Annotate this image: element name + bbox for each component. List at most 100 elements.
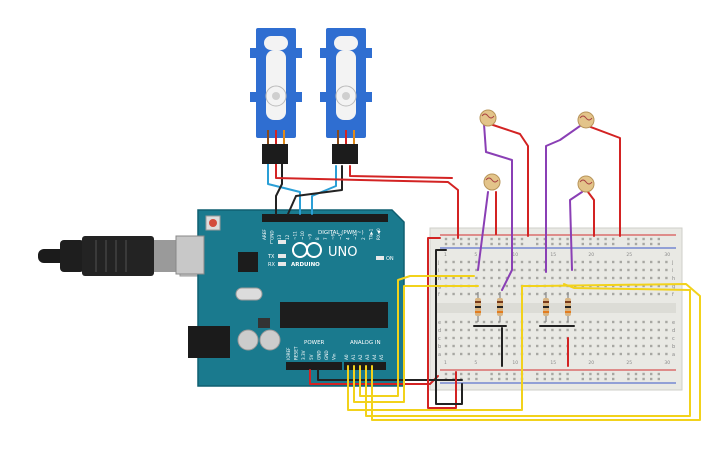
breadboard-hole[interactable] [505, 320, 508, 324]
breadboard-hole[interactable] [528, 344, 531, 348]
rail-hole[interactable] [551, 377, 554, 381]
breadboard-hole[interactable] [566, 268, 569, 272]
breadboard-hole[interactable] [467, 260, 470, 264]
breadboard-hole[interactable] [612, 344, 615, 348]
breadboard-hole[interactable] [452, 328, 455, 332]
breadboard-hole[interactable] [657, 336, 660, 340]
rail-hole[interactable] [475, 237, 478, 241]
breadboard-hole[interactable] [536, 328, 539, 332]
rail-hole[interactable] [581, 377, 584, 381]
ldr-2[interactable] [483, 173, 501, 191]
breadboard-hole[interactable] [452, 276, 455, 280]
breadboard-hole[interactable] [612, 336, 615, 340]
rail-hole[interactable] [513, 377, 516, 381]
rail-hole[interactable] [581, 242, 584, 246]
breadboard-hole[interactable] [665, 276, 668, 280]
rail-hole[interactable] [444, 237, 448, 241]
breadboard-hole[interactable] [596, 268, 600, 272]
breadboard-hole[interactable] [528, 260, 531, 264]
breadboard-hole[interactable] [558, 276, 562, 280]
breadboard-hole[interactable] [490, 276, 493, 280]
rail-hole[interactable] [475, 242, 478, 246]
breadboard-hole[interactable] [604, 292, 607, 296]
breadboard-hole[interactable] [482, 328, 486, 332]
breadboard-hole[interactable] [574, 320, 577, 324]
ldr-3[interactable] [577, 111, 595, 129]
breadboard-hole[interactable] [460, 320, 463, 324]
rail-hole[interactable] [444, 242, 448, 246]
digital-header[interactable] [262, 214, 388, 222]
breadboard-hole[interactable] [612, 276, 615, 280]
breadboard-hole[interactable] [475, 292, 478, 296]
breadboard-hole[interactable] [581, 320, 584, 324]
breadboard-hole[interactable] [536, 292, 539, 296]
breadboard-hole[interactable] [467, 276, 470, 280]
breadboard-hole[interactable] [634, 328, 638, 332]
rail-hole[interactable] [467, 372, 470, 376]
rail-hole[interactable] [467, 237, 470, 241]
breadboard-hole[interactable] [558, 336, 562, 340]
breadboard-hole[interactable] [543, 260, 546, 264]
rail-hole[interactable] [536, 242, 539, 246]
rail-hole[interactable] [551, 237, 554, 241]
resistor-1[interactable] [475, 292, 481, 322]
breadboard-hole[interactable] [482, 344, 486, 348]
rail-hole[interactable] [490, 377, 493, 381]
breadboard-hole[interactable] [642, 344, 645, 348]
breadboard-hole[interactable] [604, 344, 607, 348]
breadboard-hole[interactable] [634, 292, 638, 296]
breadboard-hole[interactable] [536, 344, 539, 348]
breadboard-hole[interactable] [513, 320, 516, 324]
breadboard-hole[interactable] [505, 352, 508, 356]
breadboard-hole[interactable] [589, 268, 592, 272]
breadboard-hole[interactable] [543, 268, 546, 272]
breadboard-hole[interactable] [558, 292, 562, 296]
breadboard-hole[interactable] [566, 328, 569, 332]
rail-hole[interactable] [566, 372, 569, 376]
breadboard-hole[interactable] [513, 352, 516, 356]
breadboard-hole[interactable] [642, 284, 645, 288]
breadboard-hole[interactable] [498, 284, 501, 288]
breadboard-hole[interactable] [482, 284, 486, 288]
breadboard-hole[interactable] [642, 268, 645, 272]
breadboard-hole[interactable] [589, 292, 592, 296]
rail-hole[interactable] [642, 372, 645, 376]
breadboard-hole[interactable] [657, 352, 660, 356]
rail-hole[interactable] [657, 377, 660, 381]
breadboard-hole[interactable] [596, 276, 600, 280]
rail-hole[interactable] [558, 372, 562, 376]
rail-hole[interactable] [460, 242, 463, 246]
breadboard-hole[interactable] [460, 336, 463, 340]
breadboard-hole[interactable] [490, 336, 493, 340]
breadboard-hole[interactable] [482, 336, 486, 340]
breadboard-hole[interactable] [566, 276, 569, 280]
breadboard-hole[interactable] [490, 328, 493, 332]
breadboard-hole[interactable] [467, 268, 470, 272]
breadboard-hole[interactable] [657, 284, 660, 288]
breadboard-hole[interactable] [589, 276, 592, 280]
breadboard-hole[interactable] [498, 344, 501, 348]
breadboard-hole[interactable] [619, 292, 622, 296]
breadboard-hole[interactable] [612, 260, 615, 264]
breadboard-hole[interactable] [467, 320, 470, 324]
breadboard-hole[interactable] [482, 352, 486, 356]
breadboard-hole[interactable] [528, 292, 531, 296]
breadboard-hole[interactable] [513, 336, 516, 340]
breadboard-hole[interactable] [589, 352, 592, 356]
rail-hole[interactable] [513, 372, 516, 376]
breadboard-hole[interactable] [581, 352, 584, 356]
breadboard-hole[interactable] [596, 260, 600, 264]
rail-hole[interactable] [536, 377, 539, 381]
rail-hole[interactable] [490, 372, 493, 376]
breadboard-hole[interactable] [665, 284, 668, 288]
power-header[interactable] [286, 362, 342, 370]
breadboard-hole[interactable] [619, 284, 622, 288]
breadboard-hole[interactable] [520, 268, 524, 272]
rail-hole[interactable] [566, 242, 569, 246]
breadboard-hole[interactable] [627, 284, 630, 288]
breadboard-hole[interactable] [665, 268, 668, 272]
rail-hole[interactable] [467, 242, 470, 246]
breadboard-hole[interactable] [536, 260, 539, 264]
resistor-4[interactable] [565, 292, 571, 322]
breadboard-hole[interactable] [657, 276, 660, 280]
